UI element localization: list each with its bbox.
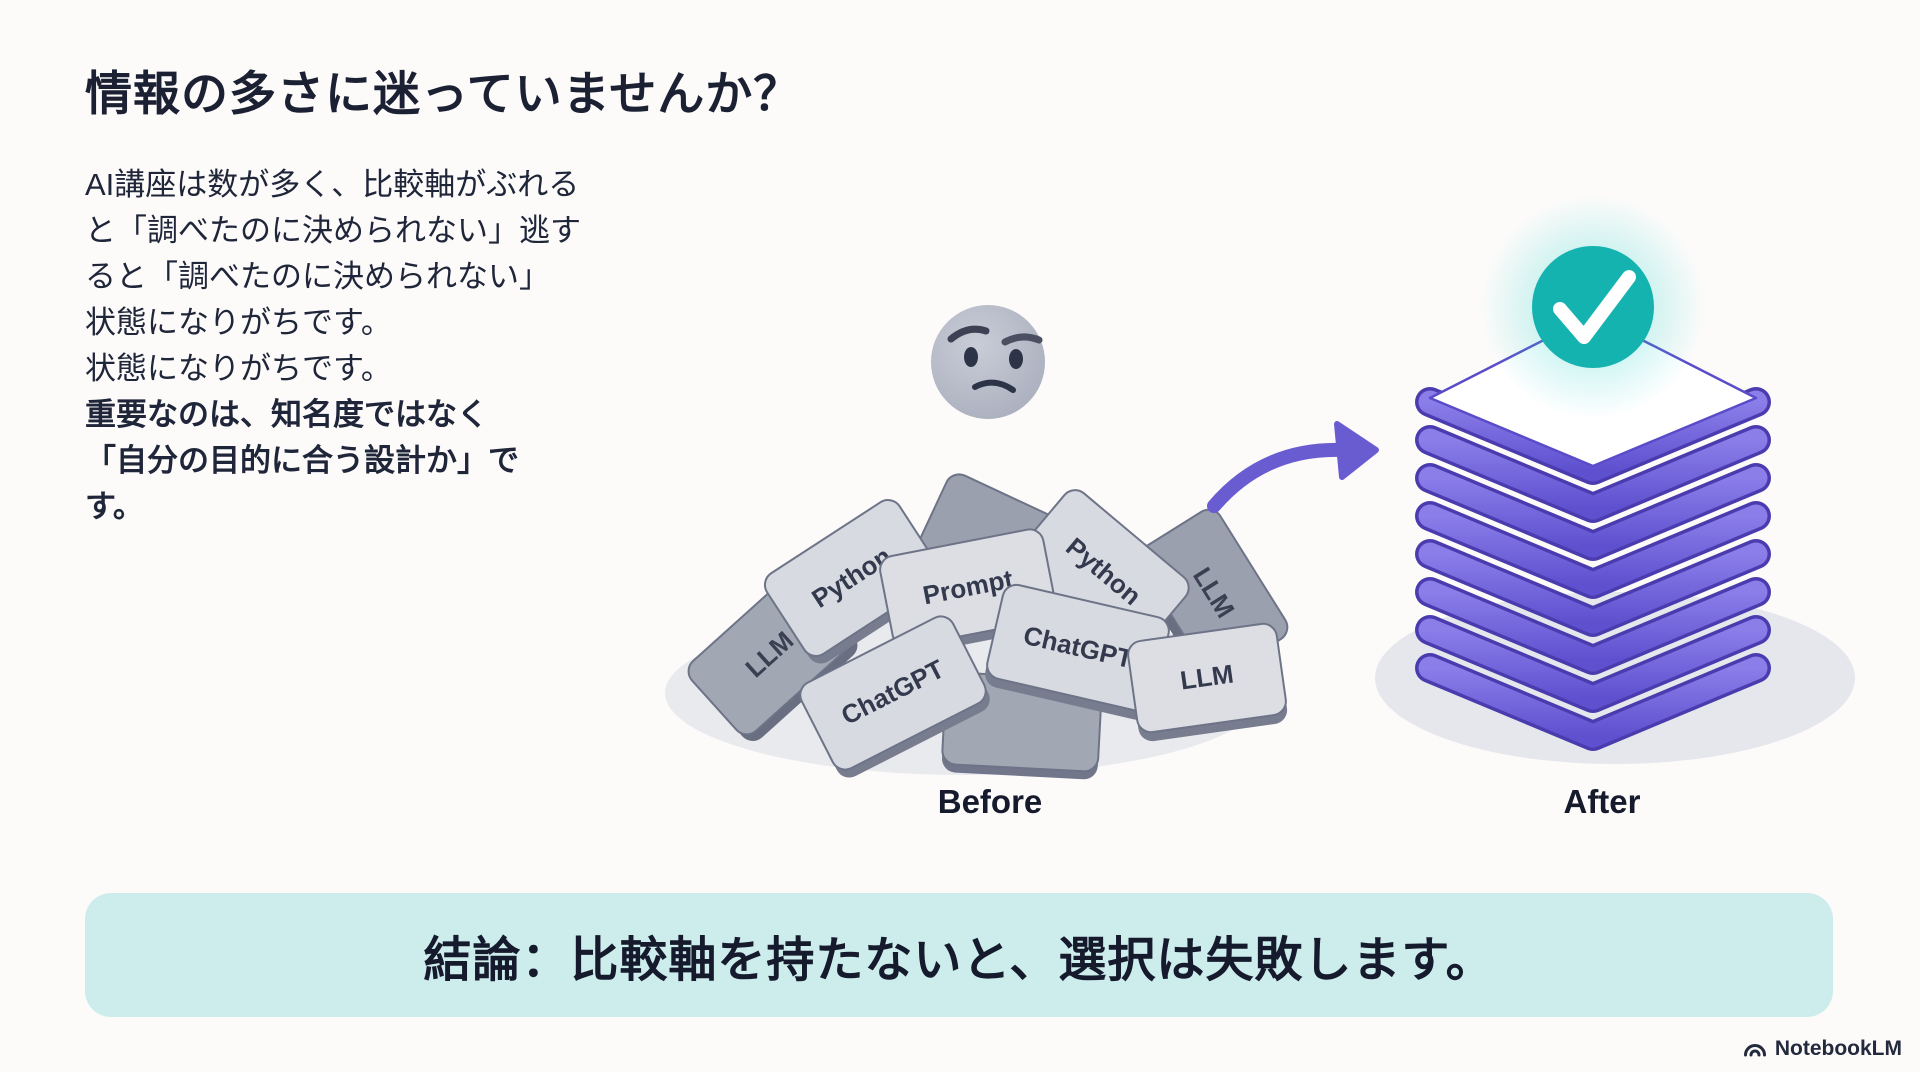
intro-bold-text: 重要なのは、知名度ではなく 「自分の目的に合う設計か」で す。 xyxy=(85,397,519,524)
page-title: 情報の多さに迷っていませんか？ xyxy=(85,67,802,120)
checkmark-icon xyxy=(1481,195,1705,419)
course-card-pile: LLM LLM Python Python xyxy=(687,473,1289,780)
conclusion-text: 結論：比較軸を持たないと、選択は失敗します。 xyxy=(423,934,1495,987)
course-card: Python xyxy=(763,499,944,664)
transform-arrow-icon xyxy=(1207,421,1379,513)
course-card: ChatGPT xyxy=(985,583,1170,720)
after-label: After xyxy=(1563,783,1641,820)
intro-regular-text: AI講座は数が多く、比較軸がぶれる と「調べたのに決められない」逃す ると「調べ… xyxy=(85,167,581,386)
intro-text: AI講座は数が多く、比較軸がぶれる と「調べたのに決められない」逃す ると「調べ… xyxy=(85,162,645,530)
notebooklm-logo-icon xyxy=(1743,1044,1766,1057)
course-card-label: LLM xyxy=(1178,658,1235,695)
course-card: LLM xyxy=(1127,622,1288,742)
footer-brand: NotebookLM xyxy=(1742,1034,1902,1064)
organized-stack xyxy=(1415,313,1771,751)
footer-brand-text: NotebookLM xyxy=(1774,1037,1902,1060)
confused-face-icon xyxy=(931,305,1045,419)
course-card: ChatGPT xyxy=(799,615,990,778)
conclusion-banner: 結論：比較軸を持たないと、選択は失敗します。 xyxy=(85,893,1833,1017)
before-label: Before xyxy=(937,783,1043,820)
